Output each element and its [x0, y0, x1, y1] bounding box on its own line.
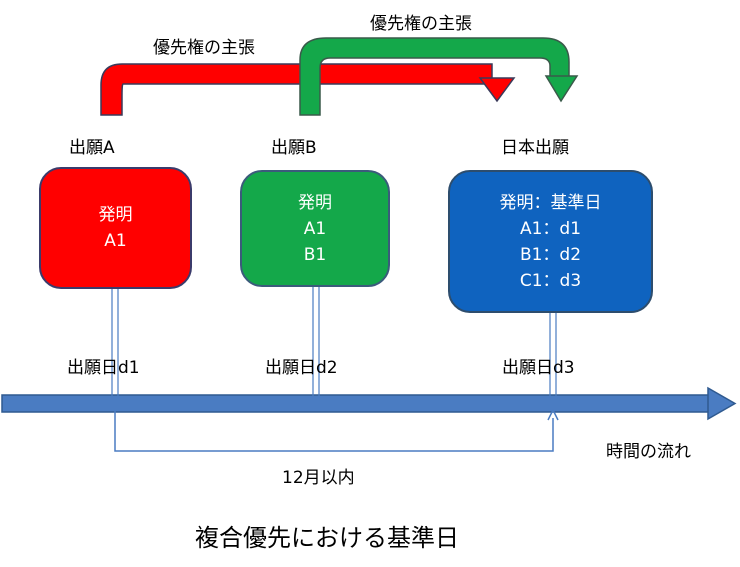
- japan-application-title: 日本出願: [501, 133, 569, 158]
- period-bracket: [115, 410, 558, 451]
- drop-line-b: [313, 287, 319, 398]
- priority-claim-label-2: 優先権の主張: [370, 9, 472, 34]
- box-c-line-1: 発明：基準日: [500, 190, 602, 216]
- box-a-line-1: 発明: [99, 202, 133, 228]
- time-flow-label: 時間の流れ: [606, 437, 691, 462]
- invention-box-japan: 発明：基準日 A1：d1 B1：d2 C1：d3: [448, 170, 653, 313]
- application-a-title: 出願A: [69, 133, 115, 158]
- box-b-line-1: 発明: [298, 190, 332, 216]
- filing-date-d3: 出願日d3: [502, 353, 575, 378]
- box-a-line-2: A1: [104, 228, 126, 254]
- filing-date-d2: 出願日d2: [265, 353, 338, 378]
- box-b-line-2: A1: [304, 216, 326, 242]
- priority-claim-label-1: 優先権の主張: [153, 33, 255, 58]
- period-label: 12月以内: [282, 463, 355, 488]
- application-b-title: 出願B: [271, 133, 317, 158]
- invention-box-b: 発明 A1 B1: [240, 170, 390, 287]
- box-b-line-3: B1: [304, 242, 326, 268]
- box-c-line-4: C1：d3: [520, 268, 581, 294]
- drop-line-a: [112, 289, 118, 398]
- box-c-line-3: B1：d2: [520, 242, 581, 268]
- filing-date-d1: 出願日d1: [67, 353, 140, 378]
- box-c-line-2: A1：d1: [520, 216, 581, 242]
- diagram-caption: 複合優先における基準日: [195, 518, 459, 553]
- invention-box-a: 発明 A1: [39, 167, 192, 289]
